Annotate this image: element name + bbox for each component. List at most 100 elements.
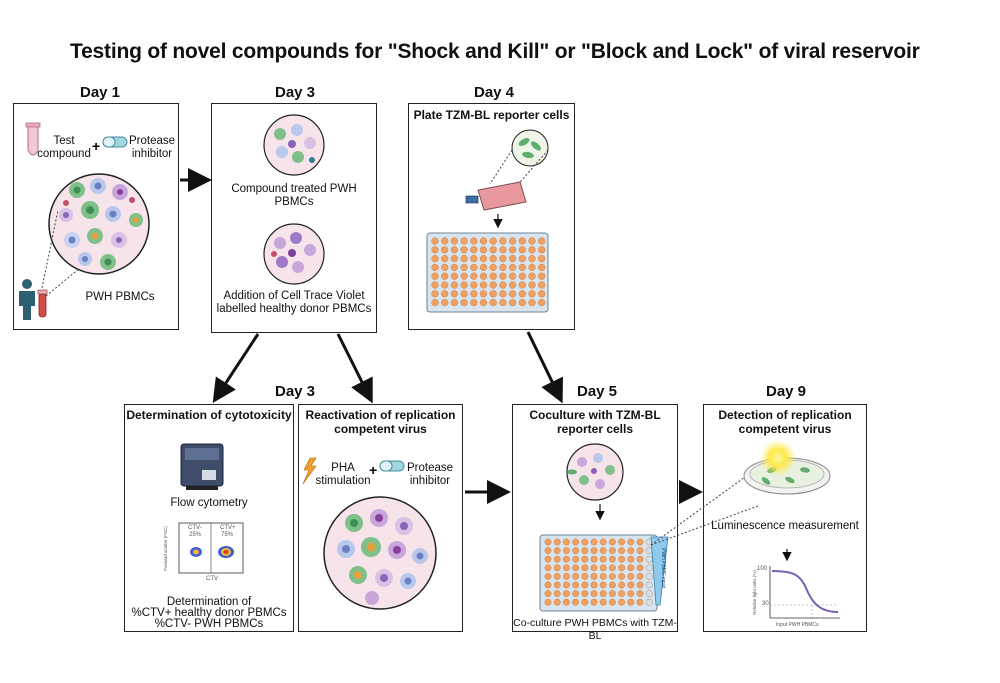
plus-sign-day1: + (92, 138, 100, 154)
plate-well (538, 299, 546, 307)
plate-well (441, 290, 449, 298)
plate-well (470, 290, 478, 298)
plate-well (544, 538, 552, 546)
plate-well (470, 255, 478, 263)
cytotoxicity-heading: Determination of cytotoxicity (126, 408, 292, 422)
plate-well (544, 573, 552, 580)
ctv-labelled-cells-circle (263, 223, 325, 285)
day3-top-label: Day 3 (275, 84, 316, 101)
addition-ctv-label: Addition of Cell Trace Violet labelled h… (216, 290, 372, 315)
detection-heading: Detection of replication competent virus (718, 408, 852, 436)
flow-y-axis-label: Forward scatter (FSC) (162, 526, 168, 571)
plate-well (599, 581, 607, 589)
plate-well (553, 598, 561, 606)
plate-well (581, 555, 589, 563)
plate-well (645, 598, 653, 606)
plate-well (431, 290, 439, 298)
plate-well (553, 573, 561, 580)
flow-x-axis-label: CTV (206, 576, 218, 582)
plate-well (618, 581, 625, 589)
plate-well (627, 573, 635, 580)
plate-well (590, 547, 598, 554)
plate-well (460, 237, 468, 245)
cytotoxicity-panel (124, 404, 294, 632)
plate-well (538, 255, 546, 263)
plate-well (553, 538, 561, 546)
plate-well (470, 237, 478, 245)
plate-well (499, 237, 507, 245)
plate-well (572, 538, 579, 546)
plate-well (618, 598, 625, 606)
plate-well (544, 581, 552, 589)
plate-well (572, 581, 579, 589)
plate-well (590, 590, 598, 597)
plate-well (599, 547, 607, 554)
ctv-pos-pct: 75% (221, 532, 234, 538)
plate-well (645, 573, 653, 580)
flow-cytometry-label: Flow cytometry (170, 497, 248, 509)
plate-well (499, 272, 507, 280)
plate-well (618, 538, 625, 546)
plate-well (590, 555, 598, 563)
arrow-day4-to-day5 (526, 331, 563, 404)
plate-well (572, 547, 579, 554)
pha-lightning-icon (302, 457, 317, 485)
plate-well (553, 581, 561, 589)
plate-well (528, 299, 536, 307)
plate-well (609, 547, 616, 554)
coculture-heading: Coculture with TZM-BL reporter cells (529, 408, 661, 436)
zoom-lines-day4 (489, 149, 549, 197)
plate-well (528, 281, 536, 289)
plate-well (489, 237, 497, 245)
plate-well (470, 299, 478, 307)
plate-well (450, 290, 459, 298)
person-icon (19, 279, 35, 320)
pha-stimulation-label: PHA stimulation (315, 462, 371, 487)
plate-well (599, 564, 607, 572)
plate-well (636, 555, 644, 563)
plate-well (431, 237, 439, 245)
plate-well (518, 237, 526, 245)
plate-well (553, 590, 561, 597)
plate-well (538, 272, 546, 280)
plate-well (441, 281, 449, 289)
plate-well (563, 573, 570, 580)
plate-well (563, 564, 570, 572)
plate-well (563, 581, 570, 589)
plate-well (518, 272, 526, 280)
plate-well (441, 263, 449, 272)
plate-well (609, 564, 616, 572)
plate-well (441, 237, 449, 245)
plate-well (499, 299, 507, 307)
plate-well (460, 290, 468, 298)
luminescence-plot (769, 566, 840, 619)
plate-well (618, 564, 625, 572)
plate-well (499, 281, 507, 289)
plate-well (479, 290, 488, 298)
plate-well (450, 281, 459, 289)
plate-well (609, 538, 616, 546)
plate-well (538, 290, 546, 298)
plate-well (538, 281, 546, 289)
plate-well (450, 246, 459, 254)
plate-well (441, 272, 449, 280)
plate-well (470, 281, 478, 289)
plate-well (538, 246, 546, 254)
plate-well (581, 538, 589, 546)
plate-well (590, 581, 598, 589)
plate-well (450, 237, 459, 245)
plate-well (431, 281, 439, 289)
plate-well (609, 573, 616, 580)
plate-well (489, 255, 497, 263)
plate-well (518, 281, 526, 289)
flow-cytometer-icon (180, 443, 224, 490)
plate-well (508, 299, 517, 307)
plate-well (479, 281, 488, 289)
plate-well (563, 598, 570, 606)
coculture-cells-circle (566, 443, 624, 501)
plate-well (544, 590, 552, 597)
plate-well (528, 237, 536, 245)
plate-well (508, 237, 517, 245)
plate-well (470, 263, 478, 272)
